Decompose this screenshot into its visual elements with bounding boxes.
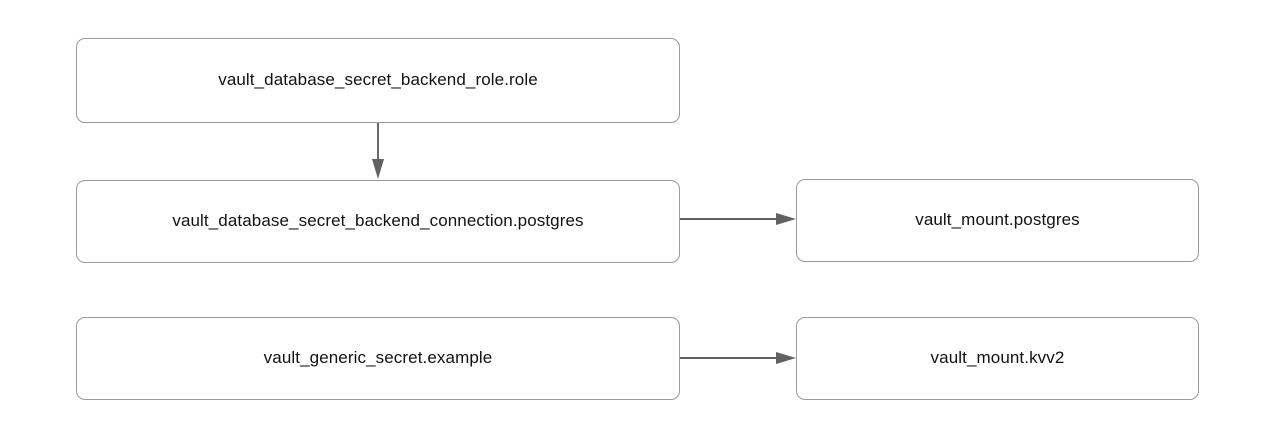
node-vault-mount-postgres[interactable]: vault_mount.postgres (796, 179, 1199, 262)
node-vault-database-secret-backend-role[interactable]: vault_database_secret_backend_role.role (76, 38, 680, 123)
edge-connection-to-mount-postgres (680, 213, 796, 225)
edge-role-to-connection (372, 123, 384, 179)
node-vault-generic-secret-example[interactable]: vault_generic_secret.example (76, 317, 680, 400)
node-vault-mount-kvv2[interactable]: vault_mount.kvv2 (796, 317, 1199, 400)
node-label: vault_mount.kvv2 (930, 348, 1065, 368)
node-vault-database-secret-backend-connection[interactable]: vault_database_secret_backend_connection… (76, 180, 680, 263)
node-label: vault_generic_secret.example (263, 348, 493, 368)
node-label: vault_database_secret_backend_role.role (218, 70, 538, 90)
node-label: vault_database_secret_backend_connection… (172, 211, 584, 231)
edge-generic-to-mount-kvv2 (680, 352, 796, 364)
node-label: vault_mount.postgres (915, 210, 1080, 230)
